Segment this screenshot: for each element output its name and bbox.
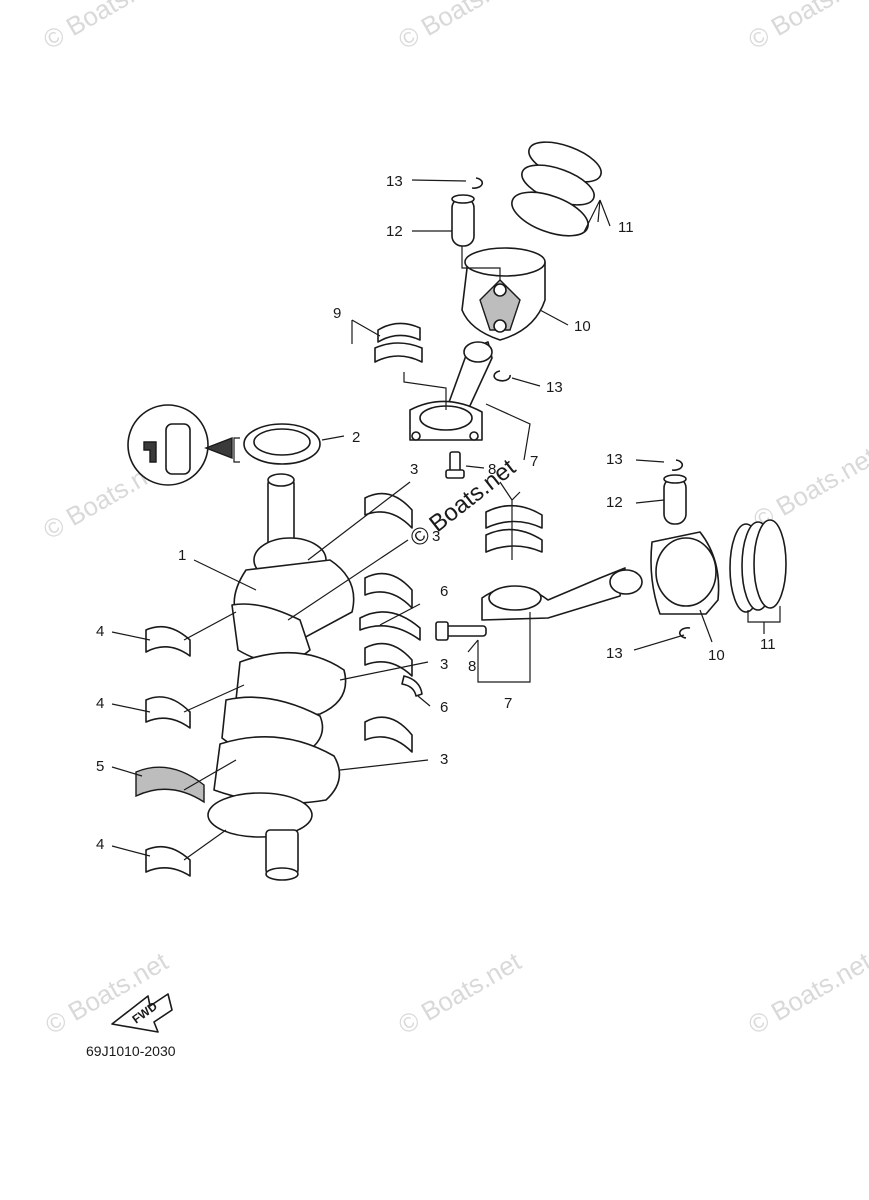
callout-number: 4 — [96, 623, 104, 640]
watermark-text: © Boats.net — [743, 0, 869, 55]
main-bearings-left — [135, 625, 205, 877]
callout-number: 7 — [504, 695, 512, 712]
watermark-text: © Boats.net — [743, 946, 869, 1040]
callout-number: 8 — [488, 461, 496, 478]
watermark-text: © Boats.net — [393, 946, 527, 1040]
callout-number: 4 — [96, 836, 104, 853]
callout-number: 9 — [333, 305, 341, 322]
piston-rings-upper — [511, 141, 602, 237]
callout-number: 13 — [386, 173, 403, 190]
callout-number: 12 — [386, 223, 403, 240]
callout-number: 3 — [440, 751, 448, 768]
connecting-rod-upper — [409, 341, 493, 441]
watermark-text: © Boats.net — [393, 0, 527, 55]
oil-seal-detail — [127, 404, 321, 486]
callout-number: 1 — [178, 547, 186, 564]
callout-labels: 13 12 11 10 9 13 2 7 8 3 13 12 3 1 6 4 1… — [96, 173, 776, 853]
callout-number: 11 — [618, 219, 634, 236]
callout-number: 11 — [760, 636, 776, 653]
upper-piston-group — [374, 141, 602, 479]
crankshaft — [207, 473, 355, 881]
circlip-upper-top — [471, 177, 484, 189]
piston-pin-upper — [451, 194, 475, 247]
callout-number: 13 — [546, 379, 563, 396]
main-bearings-right — [359, 492, 423, 753]
callout-number: 3 — [440, 656, 448, 673]
callout-number: 3 — [432, 528, 440, 545]
circlip-upper-bottom — [493, 370, 511, 382]
piston-upper — [461, 247, 546, 341]
callout-number: 6 — [440, 699, 448, 716]
diagram-code: 69J1010-2030 — [86, 1043, 176, 1059]
fwd-arrow-icon: FWD — [111, 993, 173, 1033]
rod-bearing-9 — [374, 322, 423, 363]
callout-number: 8 — [468, 658, 476, 675]
callout-number: 2 — [352, 429, 360, 446]
callout-number: 7 — [530, 453, 538, 470]
callout-number: 10 — [574, 318, 591, 335]
callout-number: 6 — [440, 583, 448, 600]
callout-number: 4 — [96, 695, 104, 712]
callout-number: 3 — [410, 461, 418, 478]
callout-number: 5 — [96, 758, 104, 775]
rod-bolt-upper — [445, 451, 465, 479]
callout-number: 13 — [606, 451, 623, 468]
callout-number: 10 — [708, 647, 725, 664]
callout-number: 12 — [606, 494, 623, 511]
callout-number: 13 — [606, 645, 623, 662]
lower-piston-group — [435, 459, 787, 641]
watermark-text: © Boats.net — [38, 0, 172, 55]
leader-lines — [111, 179, 781, 861]
